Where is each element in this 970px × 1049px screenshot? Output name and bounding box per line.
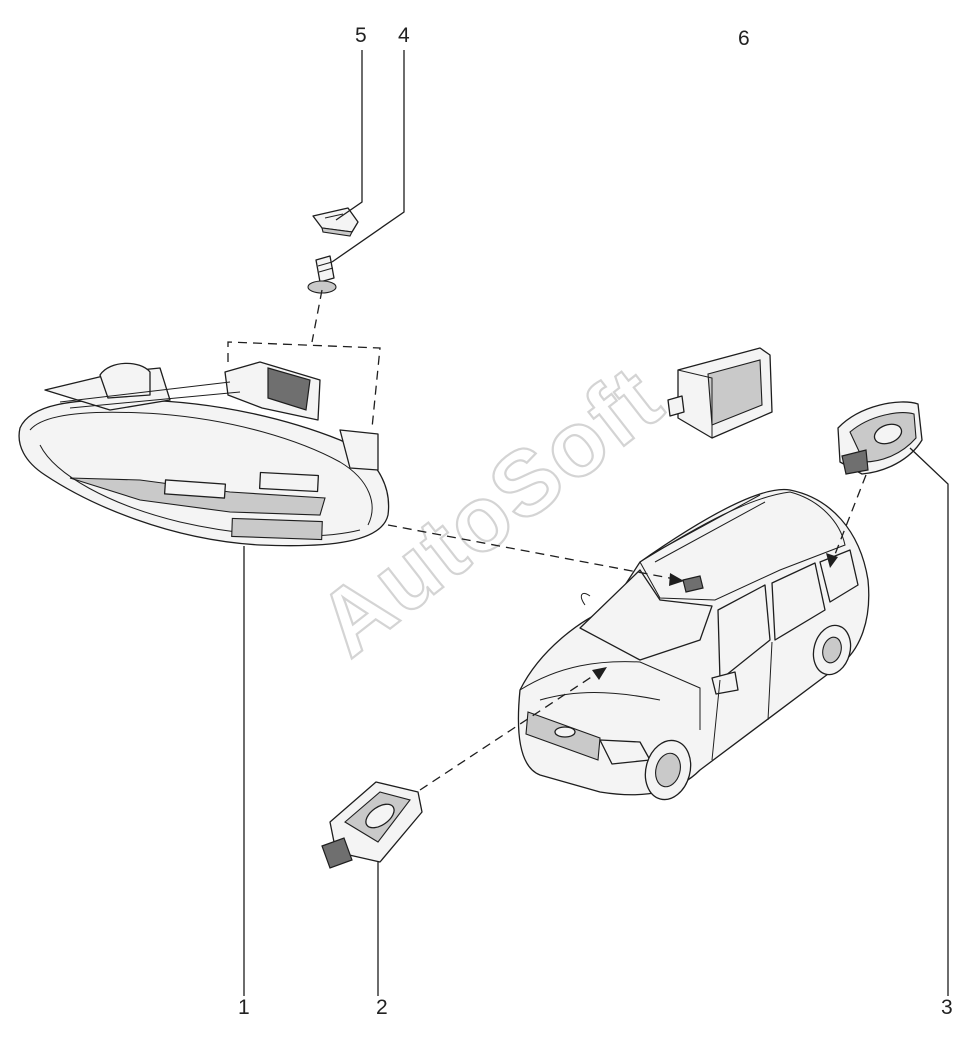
- callout-6: 6: [738, 27, 750, 50]
- callout-5: 5: [355, 24, 367, 47]
- callout-4: 4: [398, 24, 410, 47]
- car-illustration: [517, 488, 870, 801]
- overhead-console-part: [18, 361, 390, 547]
- callout-3: 3: [941, 996, 953, 1019]
- clip-part: [312, 207, 359, 237]
- footwell-lamp-part: [321, 781, 423, 869]
- callout-1: 1: [238, 996, 250, 1019]
- courtesy-lamp-part: [667, 347, 773, 439]
- screw-part: [307, 255, 337, 294]
- luggage-lamp-part: [837, 401, 923, 475]
- callout-2: 2: [376, 996, 388, 1019]
- leader-lines: [243, 50, 949, 996]
- assembly-lines: [227, 289, 867, 791]
